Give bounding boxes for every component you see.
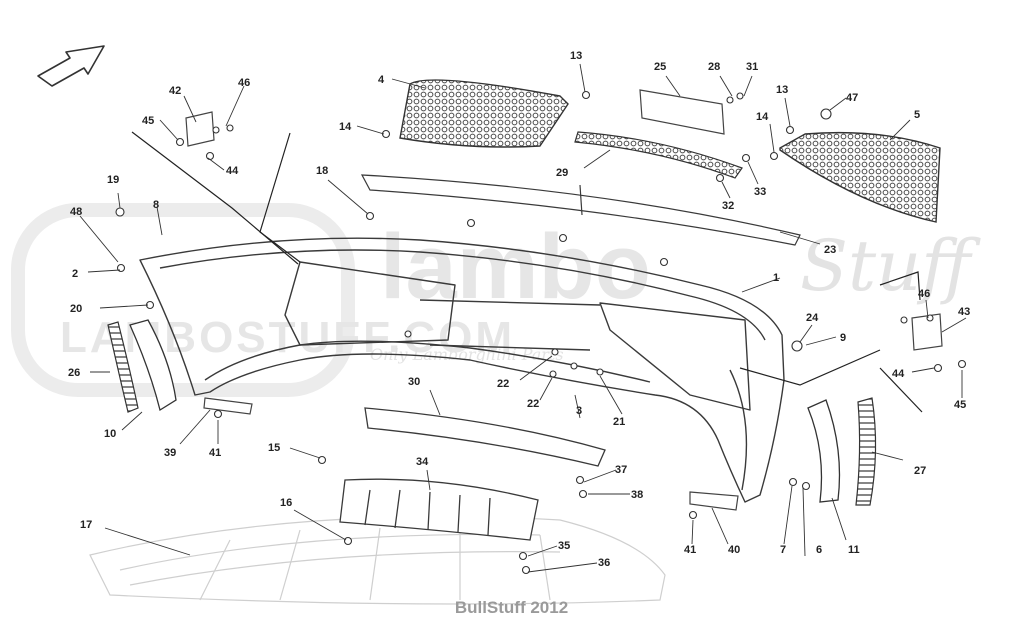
callout-3: 3 [576,405,582,417]
bracket-40 [689,491,739,511]
watermark-brand-script: Stuff [800,225,981,307]
callout-39: 39 [164,447,176,459]
watermark: lambo Stuff LAMBOSTUFF.COM Only Lamborgh… [11,203,981,397]
callout-47: 47 [846,92,858,104]
callout-25: 25 [654,61,666,73]
callout-2: 2 [72,268,78,280]
bracket-25 [639,89,725,135]
callout-20: 20 [70,303,82,315]
callout-37: 37 [615,464,627,476]
hardware-fasteners [115,90,967,575]
grille-left-mesh [399,79,569,148]
callout-19: 19 [107,174,119,186]
callout-22a: 22 [497,378,509,390]
callout-44b: 44 [892,368,905,380]
callout-38: 38 [631,489,643,501]
grille-center-strip [574,131,743,179]
bracket-39 [203,397,253,415]
callout-16: 16 [280,497,292,509]
grille-right-mesh [779,131,941,223]
callout-46b: 46 [918,288,930,300]
bracket-42 [185,111,215,147]
callout-24: 24 [806,312,819,324]
side-vent-right [855,397,877,506]
callout-33: 33 [754,186,766,198]
callout-45a: 45 [142,115,154,127]
callout-45b: 45 [954,399,966,411]
callout-14a: 14 [339,121,352,133]
callout-10: 10 [104,428,116,440]
callout-35: 35 [558,540,570,552]
callout-13a: 13 [570,50,582,62]
callout-18: 18 [316,165,328,177]
callout-9: 9 [840,332,846,344]
underbody-floor [89,515,666,605]
callout-23: 23 [824,244,836,256]
callout-6: 6 [816,544,822,556]
callout-27: 27 [914,465,926,477]
footer-credit: BullStuff 2012 [454,598,569,617]
callout-42: 42 [169,85,181,97]
callout-15: 15 [268,442,280,454]
callout-21: 21 [613,416,625,428]
direction-arrow-icon [37,45,105,87]
callout-30: 30 [408,376,420,388]
callout-31: 31 [746,61,758,73]
callout-14b: 14 [756,111,769,123]
side-reflector-right [807,399,841,503]
leader-lines [79,63,967,573]
callout-28: 28 [708,61,720,73]
callout-43: 43 [958,306,970,318]
callout-17: 17 [80,519,92,531]
callout-13b: 13 [776,84,788,96]
callout-46a: 46 [238,77,250,89]
side-vent-left [107,321,139,413]
bumper-shell [139,237,785,503]
callout-40: 40 [728,544,740,556]
top-trim-strip [360,174,801,246]
under-tray [339,478,539,541]
callout-36: 36 [598,557,610,569]
callout-4: 4 [378,74,385,86]
callout-labels: 1 2 3 4 5 6 7 8 9 10 11 13 13 14 14 15 1… [68,50,970,569]
callout-11: 11 [848,544,860,556]
callout-41a: 41 [209,447,221,459]
callout-48: 48 [70,206,82,218]
callout-8: 8 [153,199,159,211]
callout-7: 7 [780,544,786,556]
lower-lip-panel [364,407,606,467]
callout-41b: 41 [684,544,696,556]
assembly-guide-lines [131,131,923,413]
callout-22b: 22 [527,398,539,410]
side-reflector-left [129,319,177,412]
callout-29: 29 [556,167,568,179]
callout-34: 34 [416,456,429,468]
callout-5: 5 [914,109,920,121]
callout-44a: 44 [226,165,239,177]
watermark-tagline: Only Lamborghini Parts [370,345,564,364]
callout-32: 32 [722,200,734,212]
watermark-brand: lambo [380,216,651,318]
callout-1: 1 [773,272,779,284]
callout-26: 26 [68,367,80,379]
